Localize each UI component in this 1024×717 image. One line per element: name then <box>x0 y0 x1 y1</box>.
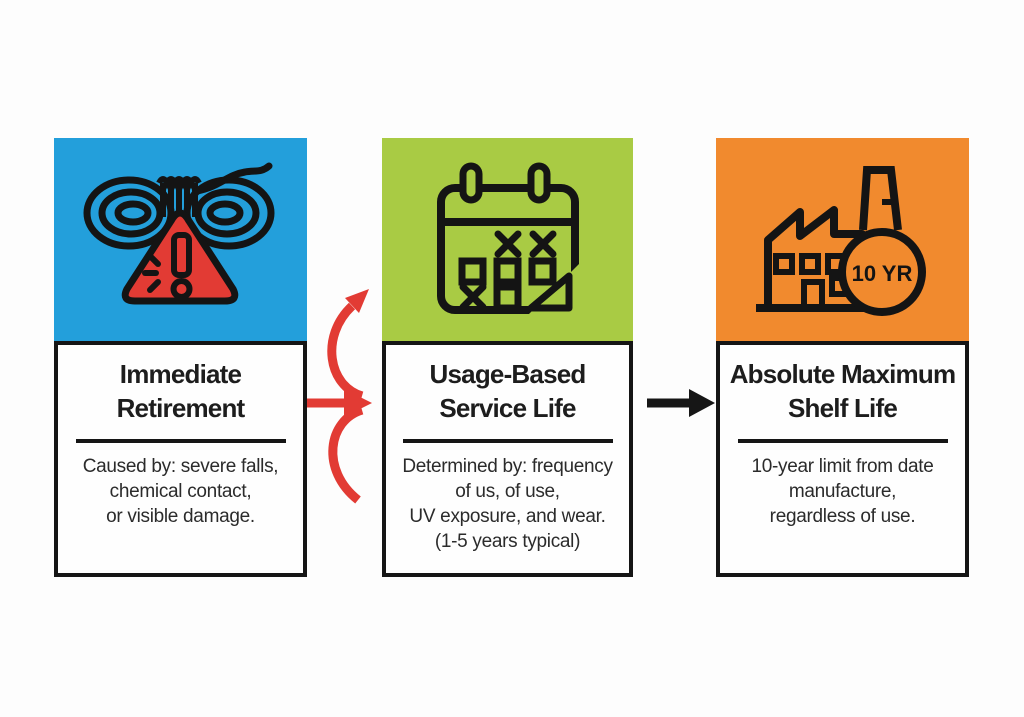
panel-immediate-retirement: Immediate Retirement Caused by: severe f… <box>54 138 307 577</box>
panel-header-orange: 10 YR <box>716 138 969 341</box>
panel-body: Usage-Based Service Life Determined by: … <box>382 341 633 577</box>
title-divider <box>75 438 286 443</box>
panel-absolute-maximum-shelf-life: 10 YR Absolute Maximum Shelf Life 10-yea… <box>716 138 969 577</box>
ten-year-badge-label: 10 YR <box>852 261 913 286</box>
panel-body: Immediate Retirement Caused by: severe f… <box>54 341 307 577</box>
title-divider <box>402 438 613 443</box>
panel-header-blue <box>54 138 307 341</box>
red-curved-arrow <box>307 289 372 504</box>
calendar-icon <box>436 162 581 316</box>
title-divider <box>737 438 948 443</box>
panel-description: 10-year limit from date manufacture, reg… <box>751 455 934 527</box>
factory-icon: 10 YR <box>756 165 926 316</box>
panel-title: Absolute Maximum Shelf Life <box>729 359 956 423</box>
panel-title: Usage-Based Service Life <box>429 359 587 423</box>
panel-body: Absolute Maximum Shelf Life 10-year limi… <box>716 341 969 577</box>
rope-warning-icon <box>83 162 274 304</box>
panel-usage-based-service-life: Usage-Based Service Life Determined by: … <box>382 138 633 577</box>
panel-description: Determined by: frequency of us, of use, … <box>402 455 613 552</box>
panel-title: Immediate Retirement <box>116 359 246 423</box>
panel-header-green <box>382 138 633 341</box>
black-arrow <box>647 389 715 417</box>
panel-description: Caused by: severe falls, chemical contac… <box>82 455 279 527</box>
